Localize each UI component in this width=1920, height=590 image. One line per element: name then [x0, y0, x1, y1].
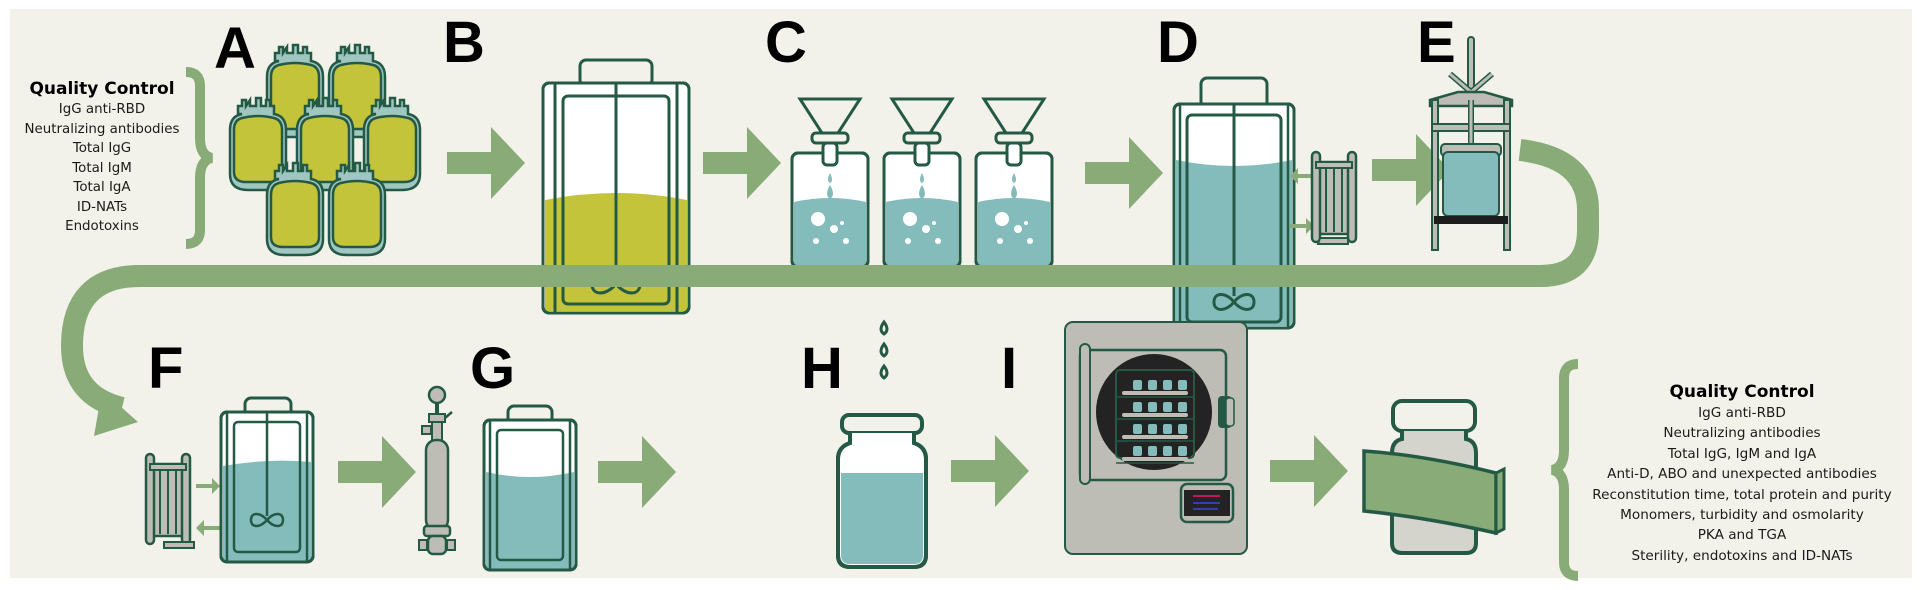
freeze-dryer-shelf — [1122, 391, 1188, 395]
qc-right-brace — [1550, 359, 1579, 581]
freeze-dryer-vial-icon — [1178, 446, 1187, 456]
flow-arrow-i-final — [1270, 435, 1348, 507]
plasma-bags-illustration — [228, 43, 422, 257]
freeze-dryer-vial-icon — [1163, 446, 1172, 456]
stirred-tank-with-cassette-illustration — [1172, 76, 1358, 330]
qc-left-item: IgG anti-RBD — [58, 102, 146, 117]
qc-right-list: Quality Control IgG anti-RBD Neutralizin… — [1574, 382, 1910, 566]
freeze-dryer-vial-icon — [1148, 446, 1157, 456]
press-filter-illustration — [1428, 36, 1514, 251]
step-label-f: F — [148, 336, 183, 401]
flow-arrow-e-f-connector — [60, 139, 1599, 419]
flow-arrow-h-i — [951, 435, 1029, 507]
qc-right-title: Quality Control — [1669, 382, 1815, 402]
flow-arrow-g-h — [598, 436, 676, 508]
freeze-dryer-vial-icon — [1178, 380, 1187, 390]
freeze-dryer-shelf — [1122, 457, 1188, 461]
freeze-dryer-vial-icon — [1178, 402, 1187, 412]
qc-left-item: Total IgA — [73, 180, 131, 195]
qc-right-item: Neutralizing antibodies — [1663, 425, 1821, 442]
freeze-dryer-vial-icon — [1148, 380, 1157, 390]
qc-left-item: Endotoxins — [65, 219, 139, 234]
qc-left-title: Quality Control — [29, 79, 175, 99]
freeze-dryer-vial-icon — [1178, 424, 1187, 434]
qc-left-brace — [185, 67, 214, 249]
cassette-with-stirred-tank-illustration — [144, 396, 315, 564]
vial-filling-illustration — [836, 319, 928, 569]
qc-left-item: Neutralizing antibodies — [24, 121, 180, 137]
freeze-dryer-vial-icon — [1133, 402, 1142, 412]
step-label-b: B — [443, 10, 485, 75]
qc-right-item: Anti-D, ABO and unexpected antibodies — [1607, 466, 1877, 483]
freeze-dryer-vial-icon — [1133, 380, 1142, 390]
qc-left-item: ID-NATs — [76, 199, 128, 215]
qc-left-list: Quality Control IgG anti-RBD Neutralizin… — [16, 78, 188, 237]
qc-left-item: Total IgM — [72, 160, 132, 176]
filter-bottle-icon — [882, 97, 962, 269]
qc-right-item: Total IgG, IgM and IgA — [1667, 445, 1817, 462]
freeze-dryer-vial-icon — [1133, 446, 1142, 456]
step-label-e: E — [1417, 10, 1456, 75]
flow-arrow-c-d — [1085, 137, 1163, 209]
step-label-c: C — [765, 10, 807, 75]
freeze-dryer-illustration — [1064, 321, 1248, 555]
step-label-h: H — [801, 336, 843, 401]
qc-right-item: Sterility, endotoxins and ID-NATs — [1631, 547, 1853, 564]
step-label-g: G — [470, 336, 515, 401]
qc-right-item: Monomers, turbidity and osmolarity — [1620, 507, 1864, 524]
freeze-dryer-shelf — [1122, 413, 1188, 417]
step-label-i: I — [1001, 336, 1017, 401]
flow-arrow-e-f-head — [94, 390, 138, 436]
freeze-dryer-shelf — [1122, 435, 1188, 439]
step-label-a: A — [214, 16, 256, 81]
freeze-dryer-vial-icon — [1148, 424, 1157, 434]
qc-right-item: IgG anti-RBD — [1698, 405, 1786, 421]
filter-cassette-icon — [1310, 150, 1358, 244]
freeze-dryer-vial-icon — [1163, 402, 1172, 412]
freeze-dryer-vial-icon — [1163, 380, 1172, 390]
flow-arrow-a-b — [447, 127, 525, 199]
freeze-dryer-vial-icon — [1163, 424, 1172, 434]
qc-left-item: Total IgG — [72, 141, 132, 156]
freeze-dryer-vial-icon — [1133, 424, 1142, 434]
flow-arrow-b-c — [703, 127, 781, 199]
flow-arrow-f-g — [338, 436, 416, 508]
labeled-vial-illustration — [1362, 399, 1506, 555]
filtration-bottles-illustration — [790, 97, 1054, 269]
sterile-filter-and-tank-illustration — [418, 385, 578, 572]
step-label-d: D — [1157, 10, 1199, 75]
qc-right-item: Reconstitution time, total protein and p… — [1592, 486, 1892, 503]
filter-bottle-icon — [974, 97, 1054, 269]
filter-bottle-icon — [790, 97, 870, 269]
qc-right-item: PKA and TGA — [1697, 527, 1787, 544]
freeze-dryer-vial-icon — [1148, 402, 1157, 412]
filter-cassette-icon — [144, 452, 192, 546]
